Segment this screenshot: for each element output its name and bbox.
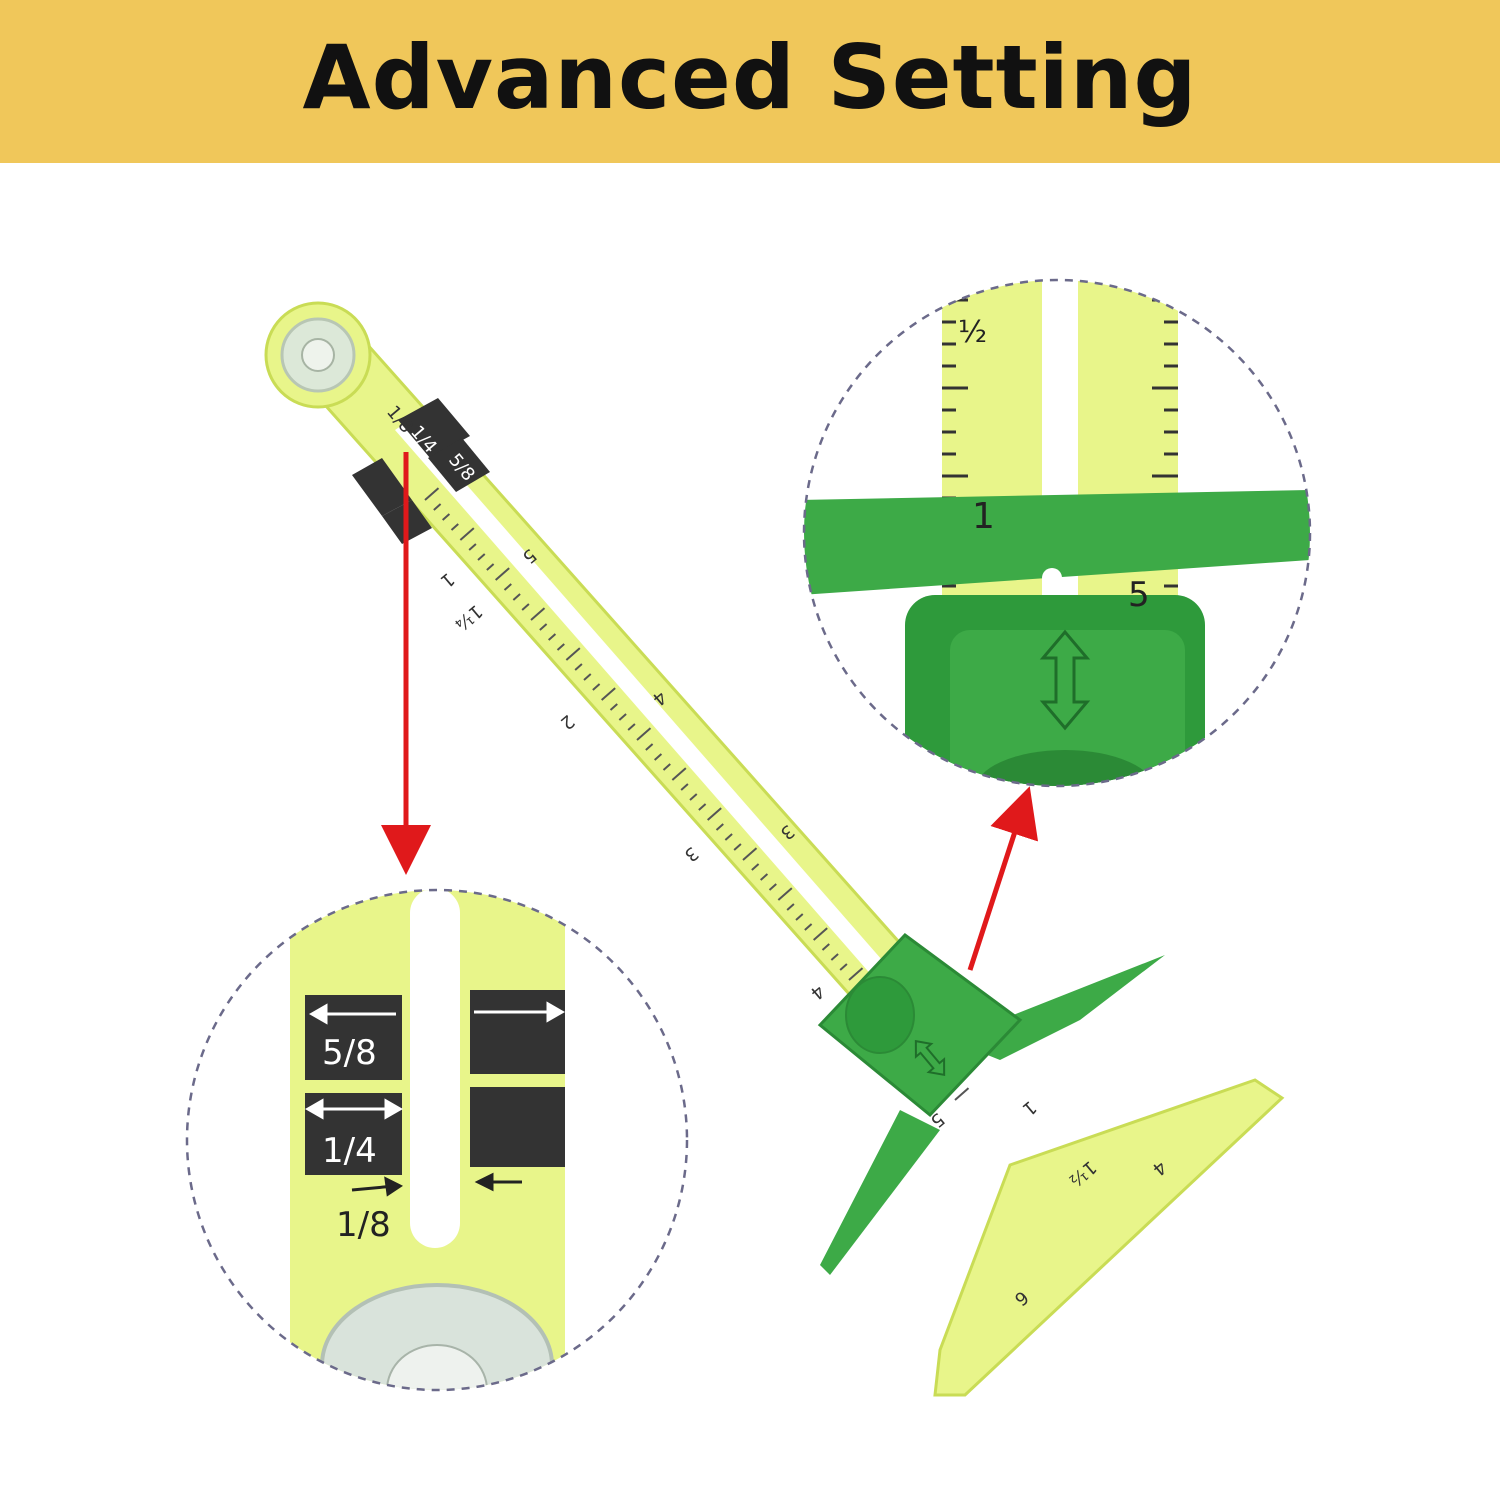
ruler-crossbar [933,1078,1285,1397]
double-arrow-icon [914,1039,946,1077]
zoom-circle-slider: ½ 1 5 [802,278,1312,788]
product-illustration: 1/8 1/4 5/8 5 1 1¼ 4 2 3 3 4 5 1 1½ 4 6 [0,163,1500,1500]
red-arrow-icon [967,786,1039,971]
ruler-slot [395,420,1000,1105]
slider-wing-lower [820,1110,940,1275]
sewing-gauge-tool [264,301,1285,1397]
ruler-label: 4 [806,980,828,1003]
zoom-label: 1/4 [322,1131,377,1171]
title-banner: Advanced Setting [0,0,1500,163]
zoom-circle-markings: 5/8 1/4 1/8 [185,888,689,1392]
marking-blocks [352,398,490,544]
zoom-label: 5 [1128,575,1150,615]
ruler-label: 2 [556,710,578,733]
zoom-label: ½ [958,315,987,350]
ruler-label: 1 [436,568,458,591]
ruler-label: 3 [680,842,702,865]
zoom-label: 1/8 [336,1205,391,1245]
ruler-label: 1¼ [451,600,487,635]
zoom-label: 1 [972,496,995,537]
zoom-label: 5/8 [322,1033,377,1073]
banner-title: Advanced Setting [302,26,1198,129]
double-arrow-icon [1039,629,1091,731]
ruler-label: 1 [1018,1096,1040,1119]
